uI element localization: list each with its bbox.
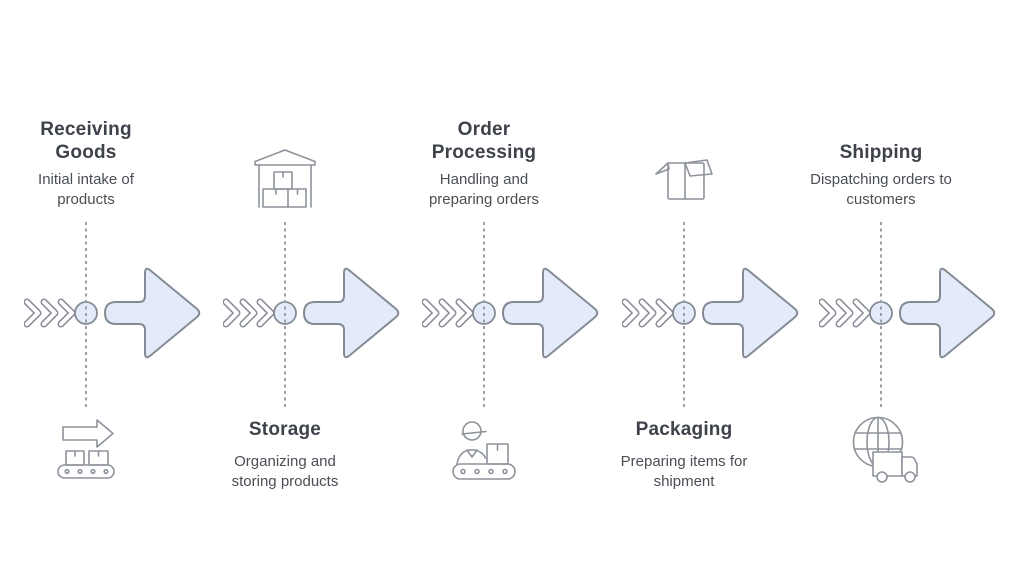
- dashed-connector: [85, 222, 87, 408]
- open-box-icon: [655, 159, 713, 200]
- stage-title-wrap: Order Processing: [424, 104, 544, 164]
- conveyor-belt-arrow-icon: [57, 419, 115, 479]
- stage-title-wrap: Shipping: [821, 104, 941, 164]
- stage-description: Handling and preparing orders: [428, 171, 540, 208]
- worker-conveyor-icon: [452, 421, 516, 480]
- stage-title: Shipping: [839, 142, 923, 163]
- flow-arrow-group: [819, 263, 1001, 363]
- stage-title: Order Processing: [431, 119, 537, 163]
- stage-title: Storage: [248, 419, 322, 440]
- flow-arrow-group: [422, 263, 604, 363]
- stage-title-wrap: Receiving Goods: [26, 104, 146, 164]
- stage-description: Initial intake of products: [38, 171, 134, 208]
- stage-title: Receiving Goods: [40, 119, 132, 163]
- dashed-connector: [284, 222, 286, 408]
- dashed-connector: [880, 222, 882, 408]
- dashed-connector: [683, 222, 685, 408]
- stage-description: Preparing items for shipment: [620, 453, 748, 490]
- flow-arrow-group: [622, 263, 804, 363]
- globe-truck-icon: [852, 416, 918, 483]
- stage-title: Packaging: [635, 419, 733, 440]
- flow-arrow-group: [24, 263, 206, 363]
- flow-arrow-group: [223, 263, 405, 363]
- stage-description: Organizing and storing products: [231, 453, 339, 490]
- warehouse-icon: [254, 149, 316, 208]
- stage-description: Dispatching orders to customers: [810, 171, 952, 208]
- dashed-connector: [483, 222, 485, 408]
